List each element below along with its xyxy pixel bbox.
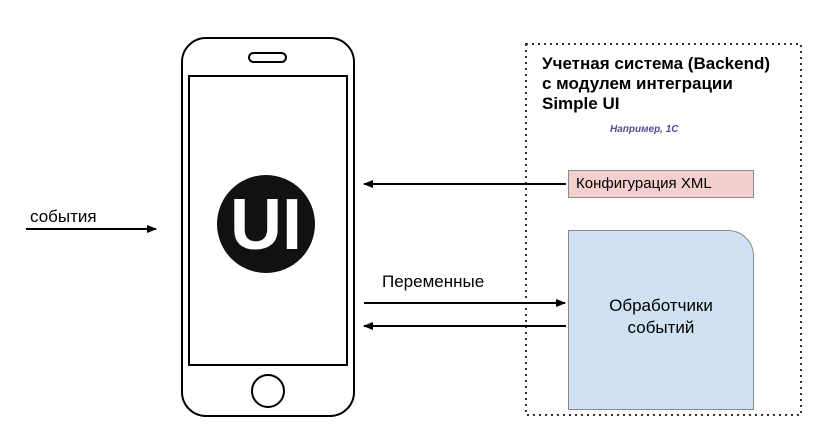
config-xml-label: Конфигурация XML — [576, 175, 712, 192]
event-handlers-box: Обработчики событий — [568, 230, 754, 410]
logo-circle — [217, 175, 315, 273]
events-label: события — [30, 207, 97, 226]
simple-ui-logo: UI — [217, 175, 315, 273]
phone-home-button — [251, 374, 285, 408]
variables-label: Переменные — [382, 272, 485, 291]
logo-text: UI — [230, 185, 302, 265]
backend-title: Учетная система (Backend) с модулем инте… — [542, 54, 770, 113]
phone-speaker — [248, 52, 287, 63]
example-note: Например, 1С — [610, 124, 679, 135]
event-handlers-label: Обработчики событий — [609, 296, 713, 337]
config-xml-box: Конфигурация XML — [568, 170, 754, 198]
